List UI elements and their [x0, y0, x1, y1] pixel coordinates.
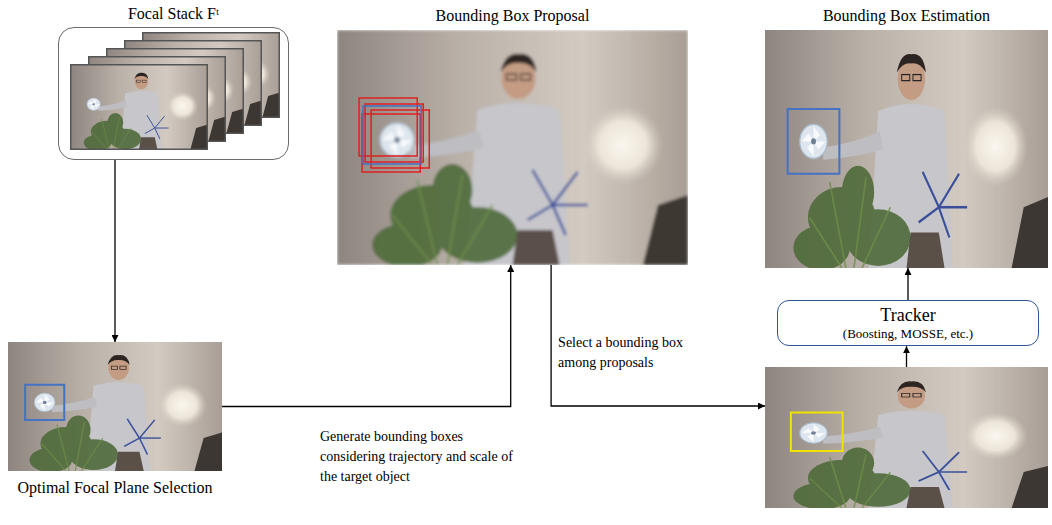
estimation-image — [765, 30, 1048, 270]
tracker-box: Tracker(Boosting, MOSSE, etc.) — [777, 300, 1039, 346]
proposal-image-panel: Bounding Box Proposal — [337, 30, 688, 265]
focal-plane-image-panel: Optimal Focal Plane Selection — [8, 342, 222, 471]
box-title: Tracker — [880, 305, 935, 326]
focal-plane-image — [8, 342, 222, 472]
flow-arrow — [906, 346, 907, 367]
panel-heading: Bounding Box Estimation — [705, 6, 1052, 25]
flow-arrow — [114, 160, 115, 342]
proposal-image — [337, 30, 688, 267]
panel-heading: Focal Stack Fᵗ — [0, 4, 348, 23]
selected-image-panel — [765, 367, 1048, 508]
flow-arrow — [222, 265, 511, 407]
panel-heading: Bounding Box Proposal — [277, 6, 748, 25]
flow-arrow — [907, 268, 908, 300]
edge-label: Select a bounding box among proposals — [558, 333, 708, 374]
edge-label: Generate bounding boxes considering traj… — [320, 427, 520, 488]
focal-stack-box: Focal Stack Fᵗ — [58, 27, 289, 160]
flow-arrow — [551, 265, 765, 406]
focal-stack-images — [70, 32, 280, 151]
box-subtitle: (Boosting, MOSSE, etc.) — [843, 326, 973, 342]
panel-heading: Optimal Focal Plane Selection — [0, 478, 282, 497]
selected-box-image — [765, 367, 1048, 509]
estimation-image-panel: Bounding Box Estimation — [765, 30, 1048, 268]
